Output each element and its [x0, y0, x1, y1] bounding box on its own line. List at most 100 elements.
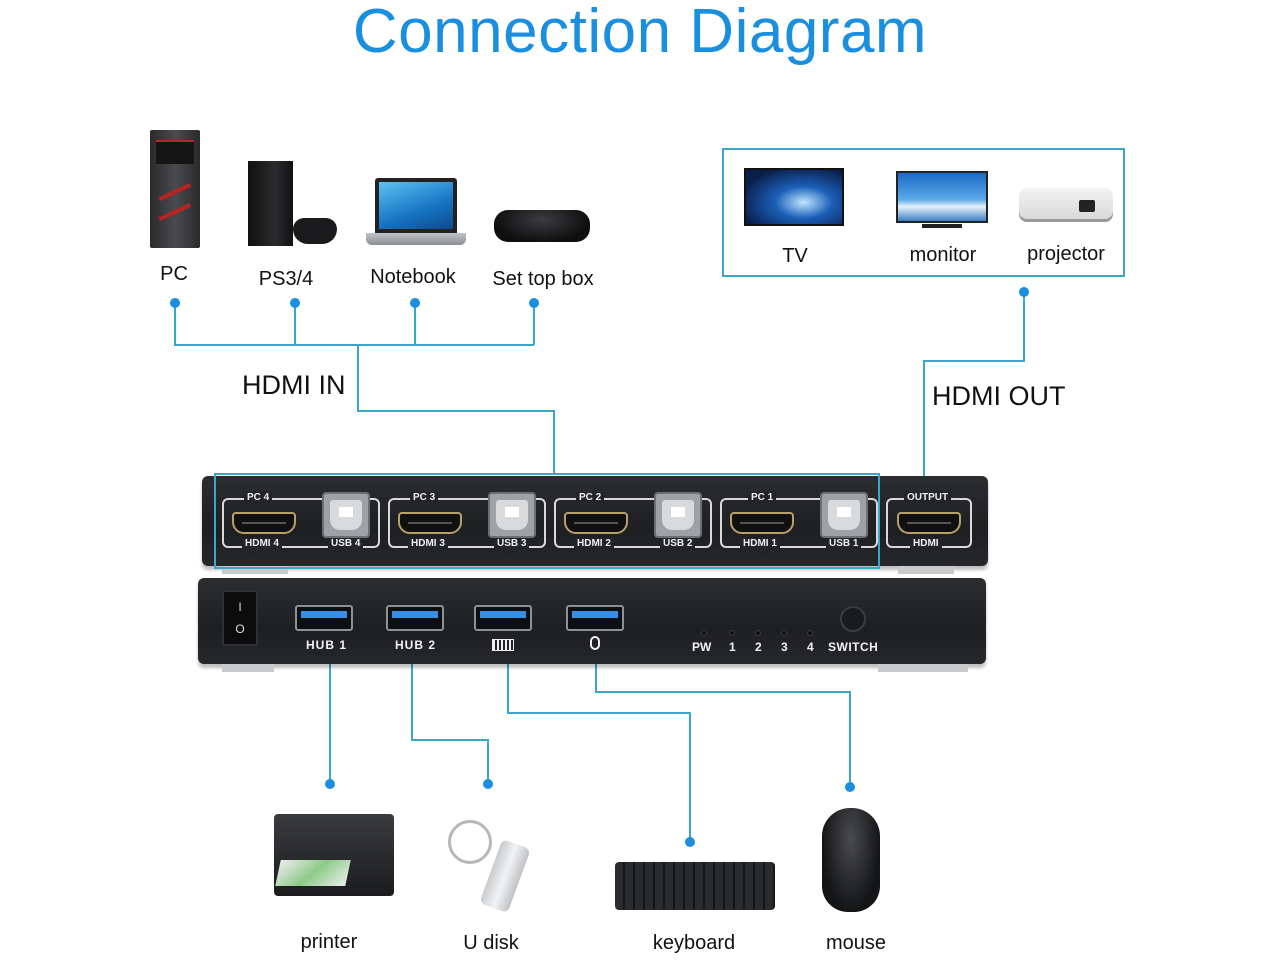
wire-mouse: [595, 664, 851, 787]
port-group-pc2: PC 2 HDMI 2 USB 2: [554, 492, 712, 549]
usb-a-port-keyboard[interactable]: [474, 605, 532, 631]
group-name-pc1: PC 1: [748, 492, 777, 503]
led-3: [782, 631, 786, 635]
group-name-output: OUTPUT: [904, 492, 952, 503]
port-label-usb2: USB 2: [660, 538, 696, 549]
led-4: [808, 631, 812, 635]
wire-udisk: [411, 664, 489, 784]
input-label-notebook: Notebook: [370, 266, 456, 288]
peripheral-label-mouse: mouse: [825, 932, 887, 954]
led-pw: [702, 631, 706, 635]
led-label-2: 2: [755, 640, 763, 654]
diagram-title: Connection Diagram: [352, 0, 928, 66]
output-label-monitor: monitor: [909, 244, 977, 266]
usb-b-port-3[interactable]: [488, 492, 536, 538]
dot-printer: [325, 779, 335, 789]
dot-settop: [529, 298, 539, 308]
tv-icon: [744, 168, 844, 226]
output-label-projector: projector: [1027, 243, 1105, 265]
usb-b-port-1[interactable]: [820, 492, 868, 538]
dot-output: [1019, 287, 1029, 297]
front-label-hub1: HUB 1: [306, 638, 348, 652]
wire-hdmi-in-bus: [174, 303, 534, 346]
hdmi-out-label: HDMI OUT: [932, 381, 1066, 411]
set-top-box-icon: [494, 210, 590, 242]
port-label-usb4: USB 4: [328, 538, 364, 549]
printer-icon: [270, 806, 398, 908]
port-label-usb1: USB 1: [826, 538, 862, 549]
front-foot-right: [878, 664, 968, 672]
port-group-pc3: PC 3 HDMI 3 USB 3: [388, 492, 546, 549]
hdmi-port-4[interactable]: [232, 512, 296, 534]
back-foot-left: [222, 566, 288, 574]
usb-flash-drive-icon: [446, 808, 546, 914]
switch-button-label: SWITCH: [828, 640, 879, 654]
game-console-icon: [248, 161, 293, 246]
mouse-picture: [822, 808, 880, 912]
led-label-4: 4: [807, 640, 815, 654]
group-name-pc4: PC 4: [244, 492, 273, 503]
output-devices-box: [722, 148, 1125, 277]
peripheral-label-udisk: U disk: [463, 932, 519, 954]
port-group-pc4: PC 4 HDMI 4 USB 4: [222, 492, 380, 549]
kvm-switch-back-panel: PC 4 HDMI 4 USB 4 PC 3 HDMI 3 USB 3 PC 2…: [202, 476, 988, 566]
led-1: [730, 631, 734, 635]
usb-a-port-hub2[interactable]: [386, 605, 444, 631]
hdmi-in-highlight-box: [214, 473, 880, 569]
output-label-tv: TV: [782, 245, 808, 267]
dot-ps: [290, 298, 300, 308]
usb-b-port-4[interactable]: [322, 492, 370, 538]
power-off-mark: O: [235, 622, 245, 636]
switch-button[interactable]: [840, 606, 866, 632]
monitor-stand: [922, 224, 962, 228]
group-name-pc2: PC 2: [576, 492, 605, 503]
dot-keyboard: [685, 837, 695, 847]
front-foot-left: [222, 664, 274, 672]
laptop-icon: [375, 178, 457, 233]
wire-keyboard: [507, 664, 691, 842]
wire-hdmi-out: [923, 292, 1025, 476]
port-group-pc1: PC 1 HDMI 1 USB 1: [720, 492, 878, 549]
projector-icon: [1019, 188, 1113, 222]
hdmi-output-port[interactable]: [897, 512, 961, 534]
desktop-tower-icon: [150, 130, 200, 248]
input-label-pc: PC: [160, 263, 188, 285]
input-label-ps: PS3/4: [258, 268, 314, 290]
port-label-hdmi4: HDMI 4: [242, 538, 282, 549]
game-controller-icon: [293, 218, 337, 244]
monitor-icon: [896, 171, 988, 223]
port-label-hdmi1: HDMI 1: [740, 538, 780, 549]
hdmi-in-label: HDMI IN: [242, 370, 346, 400]
kvm-switch-front-panel: I O HUB 1 HUB 2 PW 1 2 3 4 SWITCH: [198, 578, 986, 664]
mouse-icon: [590, 636, 600, 650]
led-label-3: 3: [781, 640, 789, 654]
usb-b-port-2[interactable]: [654, 492, 702, 538]
front-label-hub2: HUB 2: [395, 638, 437, 652]
hdmi-port-2[interactable]: [564, 512, 628, 534]
hdmi-port-1[interactable]: [730, 512, 794, 534]
dot-udisk: [483, 779, 493, 789]
peripheral-label-printer: printer: [300, 931, 358, 953]
dot-notebook: [410, 298, 420, 308]
led-label-pw: PW: [692, 640, 712, 654]
power-rocker-switch[interactable]: I O: [222, 590, 258, 646]
keyboard-icon: [492, 639, 514, 651]
power-on-mark: I: [238, 600, 242, 614]
dot-pc: [170, 298, 180, 308]
group-name-pc3: PC 3: [410, 492, 439, 503]
hdmi-port-3[interactable]: [398, 512, 462, 534]
input-label-settop: Set top box: [492, 268, 594, 290]
keyboard-picture: [615, 862, 775, 910]
peripheral-label-keyboard: keyboard: [652, 932, 736, 954]
usb-a-port-mouse[interactable]: [566, 605, 624, 631]
laptop-base: [366, 233, 466, 245]
port-group-output: OUTPUT HDMI: [886, 492, 972, 549]
dot-mouse: [845, 782, 855, 792]
port-label-hdmi-out: HDMI: [910, 538, 942, 549]
usb-a-port-hub1[interactable]: [295, 605, 353, 631]
port-label-hdmi3: HDMI 3: [408, 538, 448, 549]
led-2: [756, 631, 760, 635]
wire-hdmi-in-trunk: [357, 345, 555, 473]
led-label-1: 1: [729, 640, 737, 654]
